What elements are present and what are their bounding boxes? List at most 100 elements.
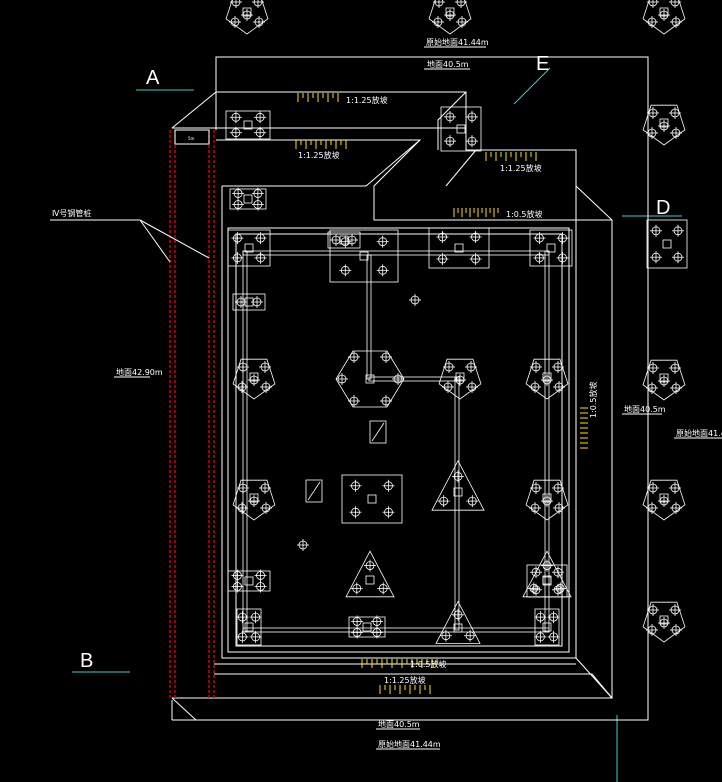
pentagon-pile-cap [438,358,482,400]
cap-core [367,494,377,504]
cap-core [243,194,253,204]
cap-core [242,7,252,17]
ticks-inner-right [453,208,499,217]
beam-mid-v1 [366,254,372,380]
slope-top-label-2: 1:1.25放坡 [298,150,340,160]
slope-right-vertical-label: 1:0.5放坡 [588,381,598,418]
slope-bottom-left [171,697,197,721]
square-pile-cap [348,615,386,639]
cap-core [243,120,253,130]
pentagon-pile-cap [642,601,686,643]
slope-corner-e2 [445,149,477,187]
cap-outline [327,231,361,249]
cap-outline [435,600,481,644]
slope-bottom-right [575,657,613,699]
cap-outline [329,229,399,283]
cap-outline [431,459,485,511]
pentagon-pile-cap [232,358,276,400]
stub-diagonal [371,422,385,442]
cap-core [244,622,254,632]
cap-core [659,7,669,17]
stub-outline [305,479,323,503]
column-stub [369,420,387,444]
cap-core [659,118,669,128]
cap-core [659,493,669,503]
cap-outline [236,608,262,646]
cap-core [365,374,375,384]
cap-outline [232,479,276,521]
cap-core [542,493,552,503]
square-pile-cap [232,293,266,311]
cap-outline [529,229,573,267]
cap-outline [642,479,686,521]
square-pile-cap [646,219,688,269]
cap-core [542,372,552,382]
cap-outline [534,608,560,646]
square-pile-cap [225,110,271,140]
cap-outline [642,359,686,401]
axis-label-d: D [656,197,670,219]
cap-outline [232,358,276,400]
pile-leader-1 [139,219,171,263]
cap-outline [428,0,472,35]
cap-outline [227,570,271,592]
cap-outline [642,104,686,146]
cap-core [365,575,375,585]
pentagon-pile-cap [642,104,686,146]
single-pile [409,294,421,306]
ground-bottom-label: 地面40.5m [378,719,420,729]
slope-top-label-1: 1:1.25放坡 [346,95,388,105]
beam-left [242,250,248,633]
triangle-pile-cap [431,459,485,511]
slope-inner-left [221,186,576,659]
cap-core [542,575,552,585]
column-stub [305,479,323,503]
ticks-top-3 [485,152,537,161]
box-label: 5m [188,136,195,141]
cap-core [339,235,349,245]
cap-core [359,251,369,261]
left-elevation-label: 地面42.90m [116,367,163,377]
square-pile-cap [440,106,482,152]
square-pile-cap [229,187,267,211]
square-pile-cap [227,569,271,593]
ticks-right-vertical [580,407,588,449]
beam-top [242,250,550,256]
cap-core [362,622,372,632]
cap-core [659,615,669,625]
cap-outline [341,474,403,524]
stub-diagonal [307,481,321,501]
square-pile-cap [534,608,560,646]
cap-outline [227,229,271,267]
cap-outline [525,358,569,400]
cap-outline [232,293,266,311]
square-pile-cap [428,227,490,269]
base-bottom-label: 原始地面41.44m [378,739,441,749]
stub-outline [369,420,387,444]
pit-inner-rect [235,233,563,647]
pile-caps [225,0,688,646]
steel-sheet-piles: 5m Ⅳ号钢管桩 [50,129,215,698]
ticks-top-1 [297,93,339,102]
beam-mid-v2 [454,376,460,631]
cap-core [249,493,259,503]
square-pile-cap [227,229,271,267]
triangle-pile-cap [345,550,395,598]
ground-right-label: 地面40.5m [624,404,666,414]
annotations: 原始地面41.44m 地面40.5m 1:1.25放坡 1:1.25放坡 1:1… [114,37,722,750]
axis-markers: A B D E [72,53,682,782]
cap-outline [225,110,271,140]
axis-label-e: E [536,53,549,75]
slope-inner-right-label: 1:0.5放坡 [506,209,543,219]
cap-core [456,124,466,134]
axis-label-a: A [146,67,160,89]
cap-outline [348,616,386,638]
slope-bottom-label-1: 1:0.5放坡 [410,659,447,669]
cap-outline [522,550,572,598]
cap-outline [225,0,269,35]
cap-outline [646,219,688,269]
cap-core [244,576,254,586]
beam-mid-h [368,376,458,382]
slope-ticks [295,93,588,694]
